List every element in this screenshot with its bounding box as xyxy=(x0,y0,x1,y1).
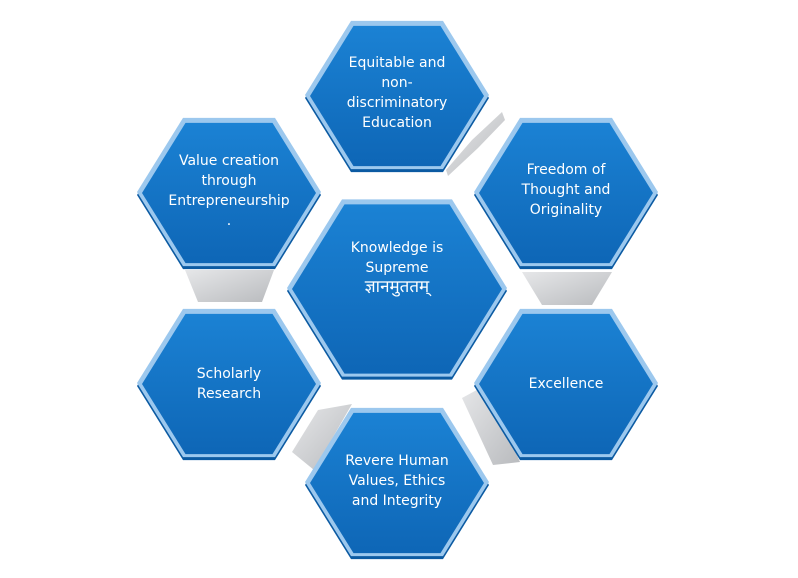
hexagon-top-label-line: non- xyxy=(381,75,412,91)
hexagon-bottom-label-line: Revere Human xyxy=(345,453,449,469)
hexagon-upper-right-label-line: Thought and xyxy=(521,182,611,198)
hexagon-bottom-label-line: and Integrity xyxy=(352,493,442,509)
hexagon-top-face xyxy=(310,25,484,167)
connector-lower-left-upper-left xyxy=(185,270,274,302)
hexagon-upper-left-label-line: through xyxy=(201,173,256,189)
connectors xyxy=(185,112,612,470)
hexagon-lower-right-label-line: Excellence xyxy=(529,376,604,392)
hexagon-lower-left-face xyxy=(142,313,316,455)
hexagon-lower-left-label-line: Research xyxy=(197,386,261,402)
hexagon-upper-right-face xyxy=(479,122,653,264)
hexagon-layer: Equitable and non-discriminatoryEducation… xyxy=(137,20,658,560)
connector-upper-right-lower-right xyxy=(522,272,612,305)
hexagon-lower-left-label-line: Scholarly xyxy=(197,366,261,382)
connector-top-upper-right xyxy=(446,112,505,176)
hexagon-top-label-line: Education xyxy=(362,115,432,131)
hexagon-top-label-line: discriminatory xyxy=(347,95,448,111)
connector-bottom-lower-left xyxy=(292,404,352,470)
hexagon-center-label-line: Supreme xyxy=(366,260,429,276)
hexagon-top-label-line: Equitable and xyxy=(349,55,446,71)
hexagon-upper-left-label-line: Entrepreneurship xyxy=(168,193,289,209)
connector-lower-right-bottom xyxy=(462,385,520,465)
hexagon-lower-right: Excellence xyxy=(474,308,658,461)
hexagon-bottom-face xyxy=(310,412,484,554)
hexagon-center-face xyxy=(292,204,502,374)
hexagon-center-label-line: Knowledge is xyxy=(351,240,444,256)
hexagon-upper-left-label-line: . xyxy=(227,213,231,229)
hexagon-center-label-line: ज्ञानमुततम् xyxy=(365,277,432,297)
hexagon-upper-right-label-line: Freedom of xyxy=(527,162,607,178)
hexagon-lower-right-face xyxy=(479,313,653,455)
hexagon-upper-right-label-line: Originality xyxy=(530,202,602,218)
hexagon-bottom-label-line: Values, Ethics xyxy=(349,473,446,489)
hexagon-upper-left-label-line: Value creation xyxy=(179,153,279,169)
hexagon-upper-left-face xyxy=(142,122,316,264)
